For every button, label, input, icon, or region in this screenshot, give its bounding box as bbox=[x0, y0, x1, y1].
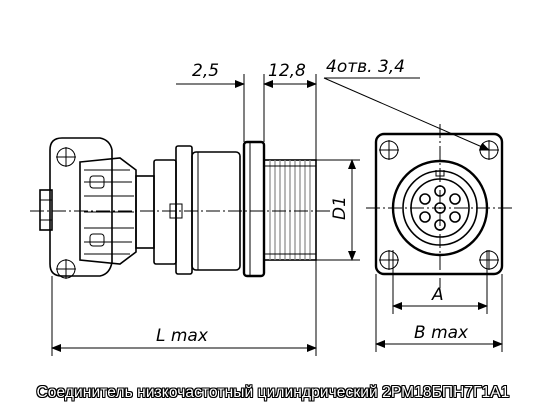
dim-b-max-label: B max bbox=[414, 323, 469, 343]
diameter-d1-label: D1 bbox=[330, 196, 350, 220]
corner-holes bbox=[379, 140, 499, 270]
dim-2-5-label: 2,5 bbox=[192, 61, 219, 81]
front-view bbox=[366, 124, 514, 288]
neck bbox=[135, 175, 155, 249]
dim-12-8-label: 12,8 bbox=[268, 61, 306, 81]
drawing-caption: Соединитель низкочастотный цилиндрически… bbox=[36, 384, 510, 401]
length-l-max-label: L max bbox=[156, 326, 209, 346]
dim-a-label: A bbox=[431, 285, 444, 305]
body-collar bbox=[153, 145, 193, 275]
side-view bbox=[30, 137, 330, 279]
ribbed-nut bbox=[79, 157, 137, 265]
threaded-shell bbox=[263, 159, 317, 261]
dimension-lines bbox=[51, 74, 503, 356]
holes-label: 4отв. 3,4 bbox=[326, 57, 405, 77]
front-flange-edge bbox=[242, 140, 266, 278]
rear-flange bbox=[39, 137, 113, 279]
